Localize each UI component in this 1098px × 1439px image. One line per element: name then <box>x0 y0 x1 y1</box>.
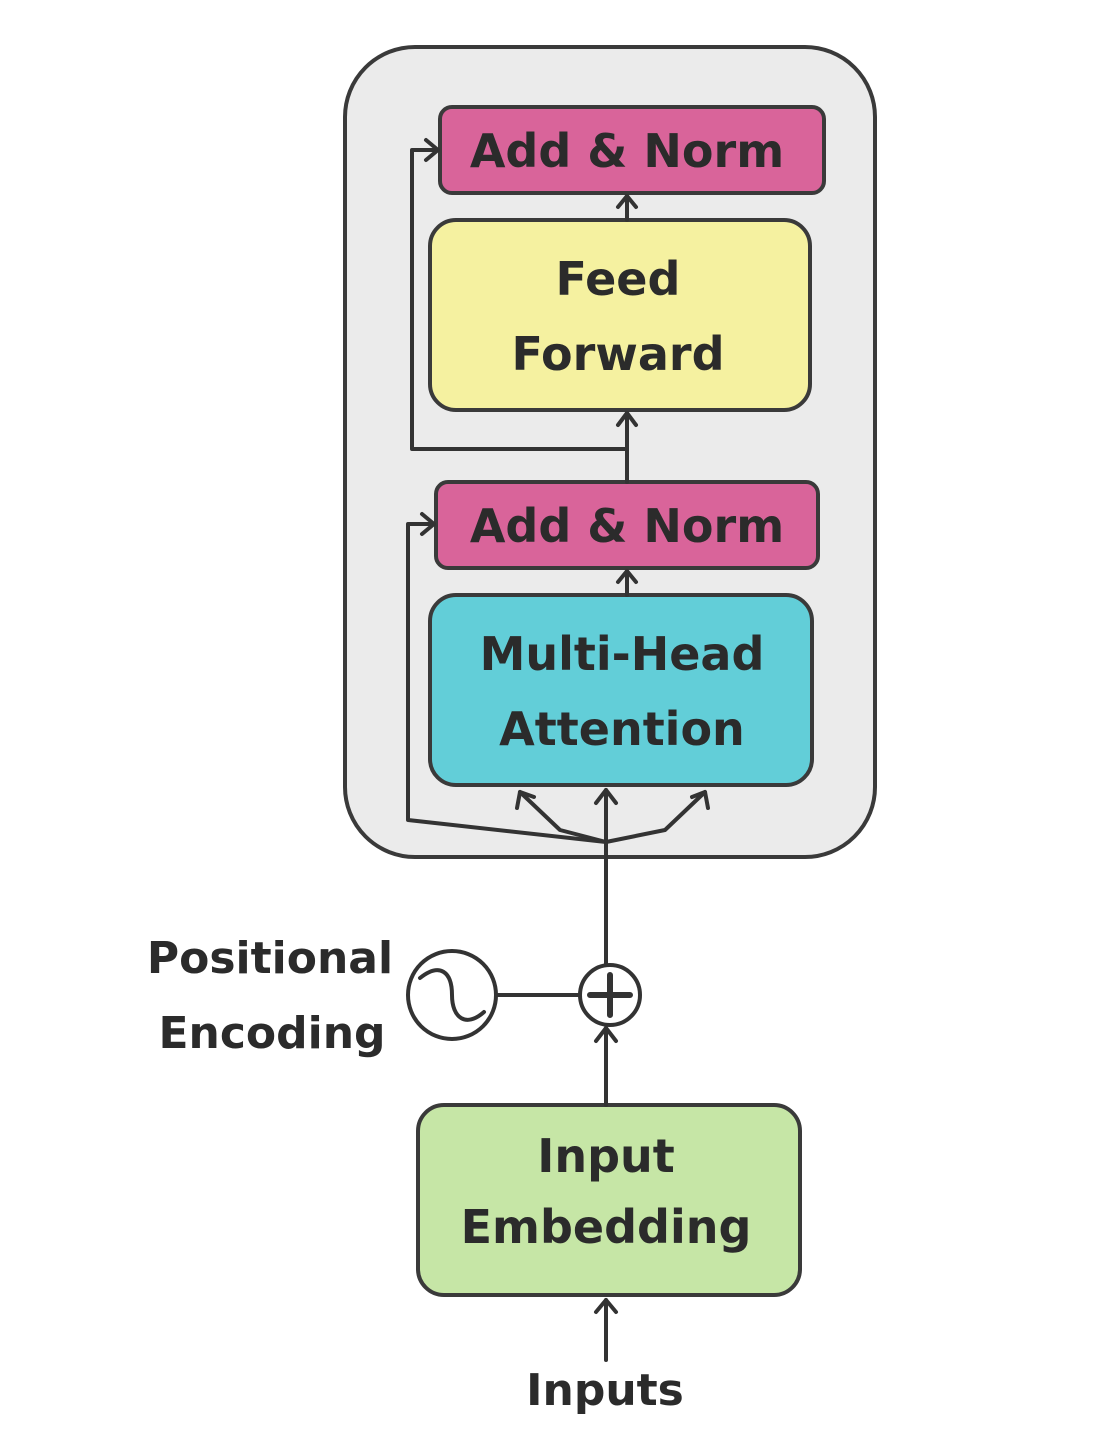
feed-forward-label-line1: Feed <box>556 252 681 306</box>
key-branch-arrow <box>515 790 536 810</box>
connections <box>406 138 710 1362</box>
add-norm-top-label: Add & Norm <box>470 124 784 178</box>
positional-encoding-label-line1: Positional <box>147 933 393 984</box>
add-norm-top-box: Add & Norm <box>438 105 826 195</box>
multi-head-attention-label-line1: Multi-Head <box>480 627 765 681</box>
query-branch-line <box>604 790 707 844</box>
input-embedding-label-line2: Embedding <box>461 1200 752 1254</box>
residual-1-arrow <box>420 512 436 536</box>
plus-circle-icon <box>578 963 642 1027</box>
feed-forward-label-line2: Forward <box>512 327 725 381</box>
residual-connection-1 <box>406 522 608 844</box>
embedding-to-adder-arrow <box>594 1026 618 1043</box>
feedforward-to-addnorm-arrow <box>616 194 638 209</box>
residual-2-arrow <box>424 138 440 162</box>
value-input-arrow <box>594 788 618 805</box>
sine-wave-icon <box>406 949 498 1041</box>
inputs-label: Inputs <box>526 1365 684 1416</box>
inputs-to-embedding-arrow <box>594 1298 618 1314</box>
multi-head-attention-box: Multi-Head Attention <box>428 593 814 787</box>
multi-head-attention-label-line2: Attention <box>499 702 745 756</box>
query-branch-arrow <box>690 790 710 810</box>
input-embedding-label-line1: Input <box>537 1129 675 1183</box>
attention-to-addnorm-arrow <box>616 569 638 584</box>
input-embedding-box: Input Embedding <box>416 1103 802 1297</box>
add-norm-bottom-label: Add & Norm <box>470 499 784 553</box>
residual-connection-2 <box>410 148 629 451</box>
key-branch-line <box>518 790 608 844</box>
add-norm-bottom-box: Add & Norm <box>434 480 820 570</box>
addnorm-to-feedforward-arrow <box>616 411 638 427</box>
positional-encoding-label-line2: Encoding <box>158 1008 385 1059</box>
feed-forward-box: Feed Forward <box>428 218 812 412</box>
